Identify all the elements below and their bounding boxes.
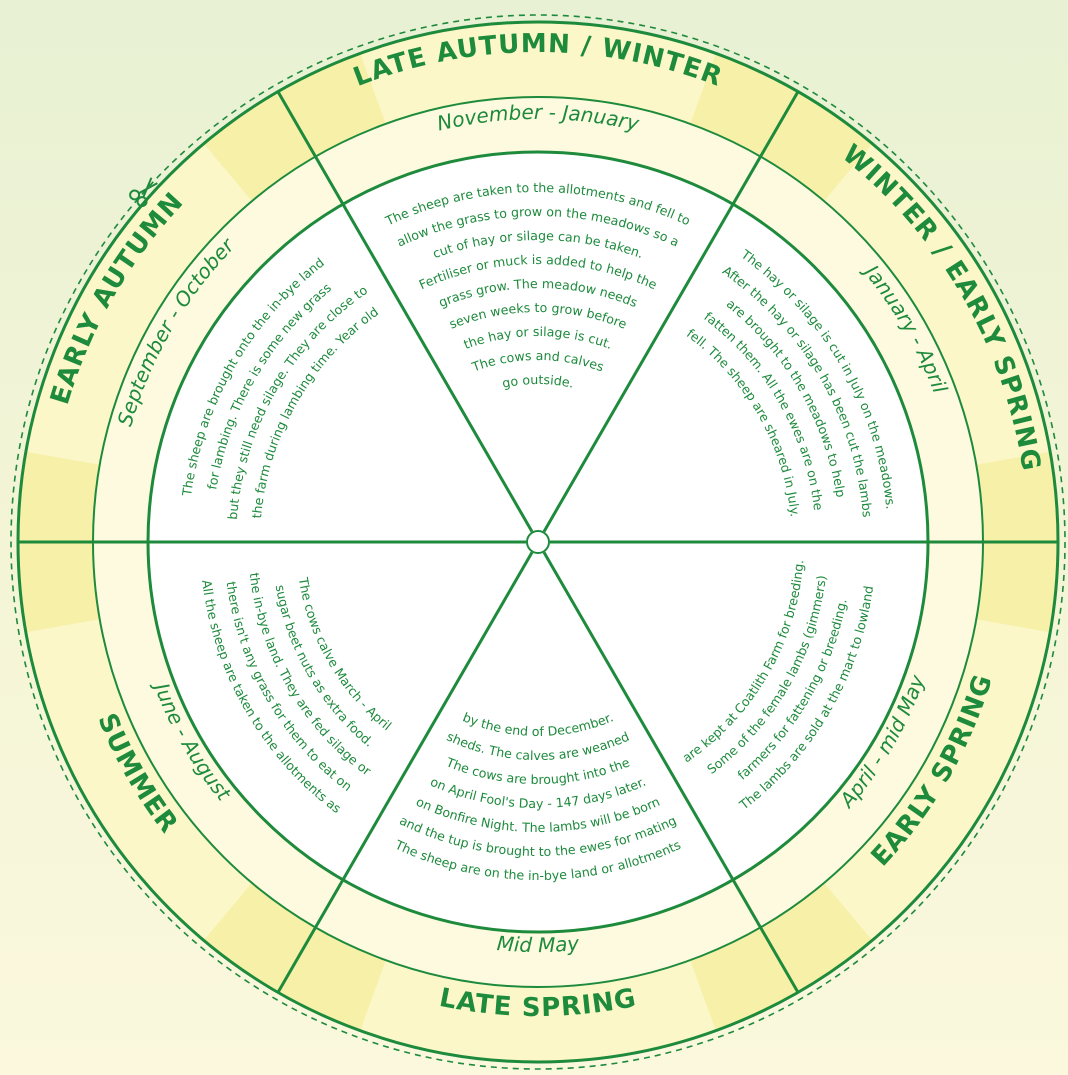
month-range-late-spring: Mid May: [496, 931, 581, 957]
outer-ring-highlight: [203, 53, 386, 202]
outer-ring-highlight: [690, 53, 873, 202]
cut-line: [10, 14, 1066, 1070]
sector-divider: [276, 551, 534, 994]
outer-ring-highlight: [690, 882, 873, 1031]
outer-ring-highlight: [203, 882, 386, 1031]
scissors-icon: [129, 177, 158, 208]
sector-divider: [542, 90, 800, 533]
sector-divider: [542, 551, 800, 994]
sector-text-late-autumn-winter: go outside.: [501, 372, 576, 391]
sector-divider: [276, 90, 534, 533]
center-pivot: [526, 530, 550, 554]
